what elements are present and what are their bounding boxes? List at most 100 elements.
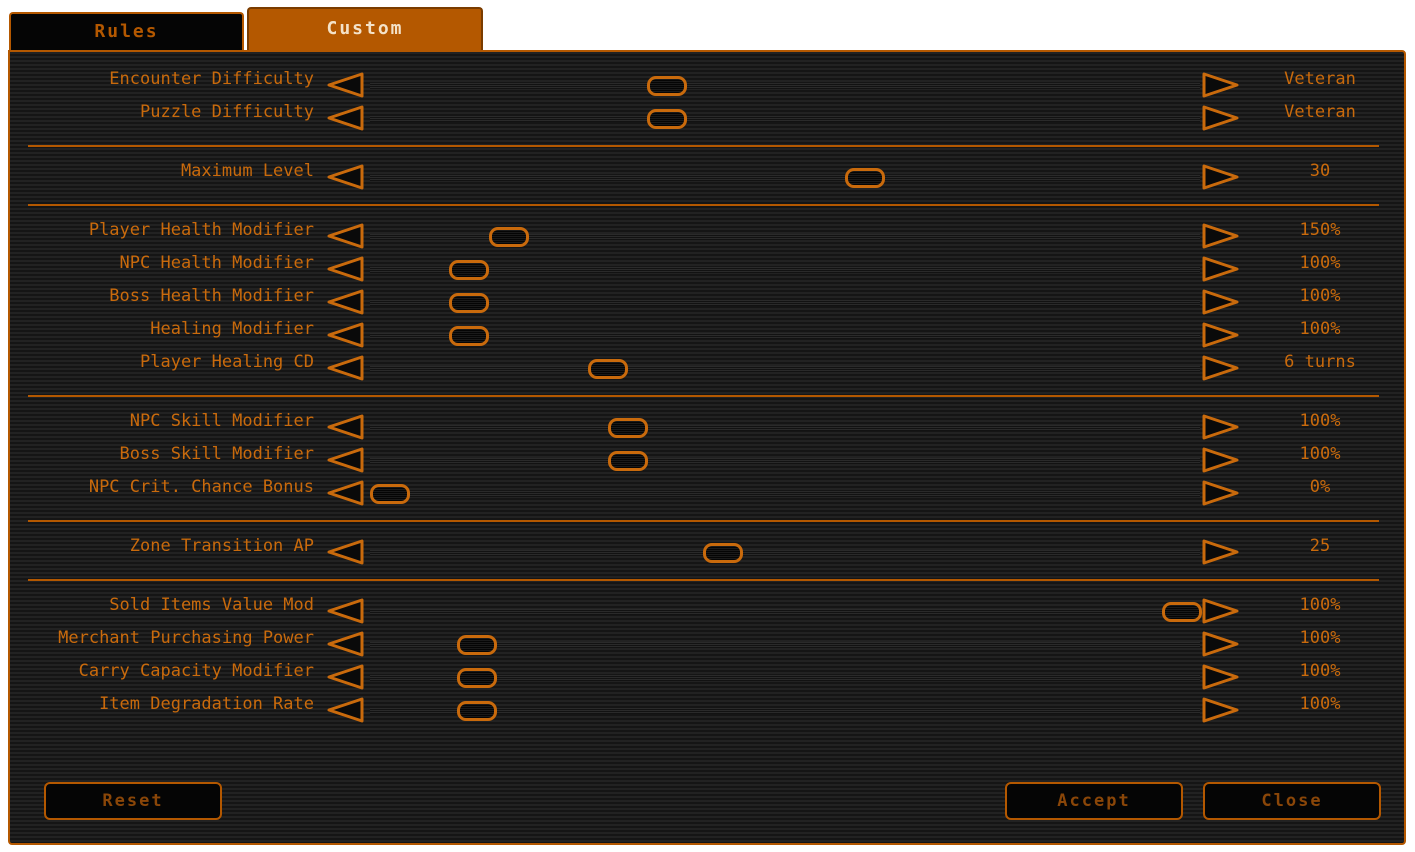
- increase-arrow-icon[interactable]: [1200, 479, 1240, 507]
- decrease-arrow-icon[interactable]: [326, 71, 366, 99]
- setting-label: NPC Health Modifier: [119, 253, 314, 273]
- slider-track[interactable]: [370, 300, 1200, 306]
- decrease-arrow-icon[interactable]: [326, 696, 366, 724]
- section-divider: [28, 395, 1379, 397]
- slider-thumb[interactable]: [457, 701, 498, 721]
- increase-arrow-icon[interactable]: [1200, 71, 1240, 99]
- decrease-arrow-icon[interactable]: [326, 538, 366, 566]
- slider-track[interactable]: [370, 366, 1200, 372]
- slider-track[interactable]: [370, 491, 1200, 497]
- section-divider: [28, 579, 1379, 581]
- decrease-arrow-icon[interactable]: [326, 630, 366, 658]
- increase-arrow-icon[interactable]: [1200, 663, 1240, 691]
- setting-label: Boss Skill Modifier: [119, 444, 314, 464]
- close-button[interactable]: Close: [1203, 782, 1381, 820]
- slider-track[interactable]: [370, 175, 1200, 181]
- increase-arrow-icon[interactable]: [1200, 104, 1240, 132]
- slider-track[interactable]: [370, 116, 1200, 122]
- slider-thumb[interactable]: [1162, 602, 1202, 622]
- tab-custom[interactable]: Custom: [247, 7, 483, 50]
- slider-thumb[interactable]: [488, 227, 529, 247]
- setting-label: Puzzle Difficulty: [140, 102, 314, 122]
- setting-label: NPC Crit. Chance Bonus: [88, 477, 314, 497]
- setting-row: Maximum Level 30: [10, 158, 1408, 191]
- decrease-arrow-icon[interactable]: [326, 446, 366, 474]
- accept-button[interactable]: Accept: [1005, 782, 1183, 820]
- increase-arrow-icon[interactable]: [1200, 538, 1240, 566]
- setting-row: Puzzle Difficulty Veteran: [10, 99, 1408, 132]
- increase-arrow-icon[interactable]: [1200, 597, 1240, 625]
- decrease-arrow-icon[interactable]: [326, 163, 366, 191]
- setting-label: Player Health Modifier: [88, 220, 314, 240]
- slider-track[interactable]: [370, 267, 1200, 273]
- slider-track[interactable]: [370, 333, 1200, 339]
- slider-track[interactable]: [370, 675, 1200, 681]
- setting-label: Sold Items Value Mod: [109, 595, 314, 615]
- slider-track[interactable]: [370, 425, 1200, 431]
- decrease-arrow-icon[interactable]: [326, 222, 366, 250]
- setting-value: 100%: [1299, 253, 1341, 273]
- slider-thumb[interactable]: [647, 76, 688, 96]
- slider-track[interactable]: [370, 234, 1200, 240]
- decrease-arrow-icon[interactable]: [326, 321, 366, 349]
- setting-label: Healing Modifier: [150, 319, 314, 339]
- setting-label: Player Healing CD: [140, 352, 314, 372]
- slider-track[interactable]: [370, 642, 1200, 648]
- setting-value: 30: [1309, 161, 1331, 181]
- decrease-arrow-icon[interactable]: [326, 255, 366, 283]
- setting-label: Merchant Purchasing Power: [58, 628, 314, 648]
- slider-thumb[interactable]: [449, 293, 490, 313]
- decrease-arrow-icon[interactable]: [326, 597, 366, 625]
- setting-value: 100%: [1299, 628, 1341, 648]
- increase-arrow-icon[interactable]: [1200, 255, 1240, 283]
- decrease-arrow-icon[interactable]: [326, 354, 366, 382]
- setting-value: Veteran: [1284, 102, 1356, 122]
- slider-track[interactable]: [370, 83, 1200, 89]
- slider-thumb[interactable]: [607, 418, 648, 438]
- section-divider: [28, 520, 1379, 522]
- setting-value: 100%: [1299, 444, 1341, 464]
- increase-arrow-icon[interactable]: [1200, 321, 1240, 349]
- decrease-arrow-icon[interactable]: [326, 479, 366, 507]
- increase-arrow-icon[interactable]: [1200, 696, 1240, 724]
- slider-thumb[interactable]: [647, 109, 688, 129]
- slider-thumb[interactable]: [449, 260, 490, 280]
- tab-rules[interactable]: Rules: [9, 12, 244, 50]
- increase-arrow-icon[interactable]: [1200, 222, 1240, 250]
- slider-thumb[interactable]: [845, 168, 886, 188]
- decrease-arrow-icon[interactable]: [326, 663, 366, 691]
- decrease-arrow-icon[interactable]: [326, 104, 366, 132]
- slider-thumb[interactable]: [457, 635, 498, 655]
- slider-thumb[interactable]: [449, 326, 490, 346]
- setting-row: NPC Health Modifier 100%: [10, 250, 1408, 283]
- increase-arrow-icon[interactable]: [1200, 163, 1240, 191]
- slider-thumb[interactable]: [702, 543, 743, 563]
- slider-thumb[interactable]: [587, 359, 628, 379]
- slider-track[interactable]: [370, 458, 1200, 464]
- increase-arrow-icon[interactable]: [1200, 446, 1240, 474]
- increase-arrow-icon[interactable]: [1200, 288, 1240, 316]
- slider-track[interactable]: [370, 708, 1200, 714]
- slider-track[interactable]: [370, 550, 1200, 556]
- slider-thumb[interactable]: [457, 668, 498, 688]
- setting-value: 100%: [1299, 694, 1341, 714]
- slider-track[interactable]: [370, 609, 1200, 615]
- slider-thumb[interactable]: [370, 484, 410, 504]
- increase-arrow-icon[interactable]: [1200, 413, 1240, 441]
- setting-label: Boss Health Modifier: [109, 286, 314, 306]
- slider-thumb[interactable]: [607, 451, 648, 471]
- decrease-arrow-icon[interactable]: [326, 288, 366, 316]
- increase-arrow-icon[interactable]: [1200, 354, 1240, 382]
- decrease-arrow-icon[interactable]: [326, 413, 366, 441]
- setting-row: Merchant Purchasing Power 100%: [10, 625, 1408, 658]
- reset-button[interactable]: Reset: [44, 782, 222, 820]
- increase-arrow-icon[interactable]: [1200, 630, 1240, 658]
- setting-label: Maximum Level: [180, 161, 314, 181]
- setting-value: 6 turns: [1284, 352, 1356, 372]
